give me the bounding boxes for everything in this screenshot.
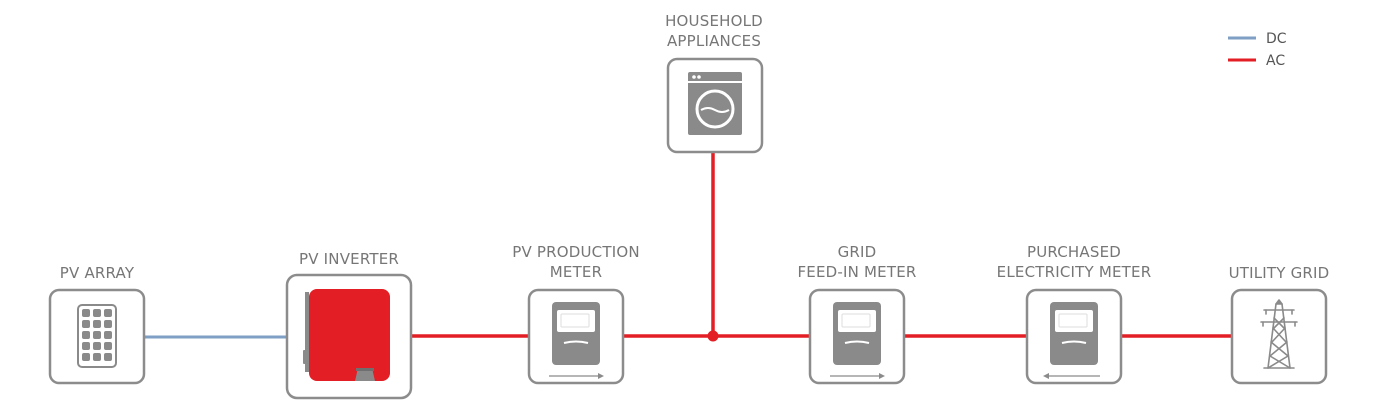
legend-dc-label: DC xyxy=(1266,31,1287,47)
pv-production-meter-label-line2: METER xyxy=(550,263,602,281)
arrow-left-icon xyxy=(1043,373,1100,379)
grid-feed-in-meter-label-line2: FEED-IN METER xyxy=(797,263,916,281)
pv-array-label: PV ARRAY xyxy=(60,264,135,282)
transmission-tower-icon xyxy=(1260,299,1298,369)
node-pv-array: PV ARRAY xyxy=(48,264,146,385)
electricity-meter-icon xyxy=(1050,302,1098,365)
purchased-electricity-meter-label-line2: ELECTRICITY METER xyxy=(997,263,1152,281)
pv-production-meter-label-line1: PV PRODUCTION xyxy=(512,243,640,261)
grid-feed-in-meter-label-line1: GRID xyxy=(838,243,877,261)
node-utility-grid: UTILITY GRID xyxy=(1229,264,1330,385)
pv-inverter-label: PV INVERTER xyxy=(299,250,399,268)
washing-machine-icon xyxy=(688,72,742,135)
electricity-meter-icon xyxy=(552,302,600,365)
node-grid-feed-in-meter: GRID FEED-IN METER xyxy=(797,243,916,385)
purchased-electricity-meter-label-line1: PURCHASED xyxy=(1027,243,1121,261)
household-appliances-label-line2: APPLIANCES xyxy=(667,32,761,50)
inverter-icon xyxy=(303,289,390,381)
electricity-meter-icon xyxy=(833,302,881,365)
legend: DC AC xyxy=(1228,31,1287,69)
utility-grid-box xyxy=(1230,288,1328,385)
node-pv-production-meter: PV PRODUCTION METER xyxy=(512,243,640,385)
utility-grid-label: UTILITY GRID xyxy=(1229,264,1330,282)
node-purchased-electricity-meter: PURCHASED ELECTRICITY METER xyxy=(997,243,1152,385)
node-household-appliances: HOUSEHOLD APPLIANCES xyxy=(665,12,764,154)
legend-ac-label: AC xyxy=(1266,53,1285,69)
household-appliances-label-line1: HOUSEHOLD xyxy=(665,12,763,30)
arrow-right-icon xyxy=(549,373,604,379)
solar-panel-icon xyxy=(77,304,117,368)
arrow-right-icon xyxy=(830,373,885,379)
node-pv-inverter: PV INVERTER xyxy=(285,250,413,400)
connections xyxy=(144,153,1232,342)
junction-node xyxy=(707,330,719,342)
